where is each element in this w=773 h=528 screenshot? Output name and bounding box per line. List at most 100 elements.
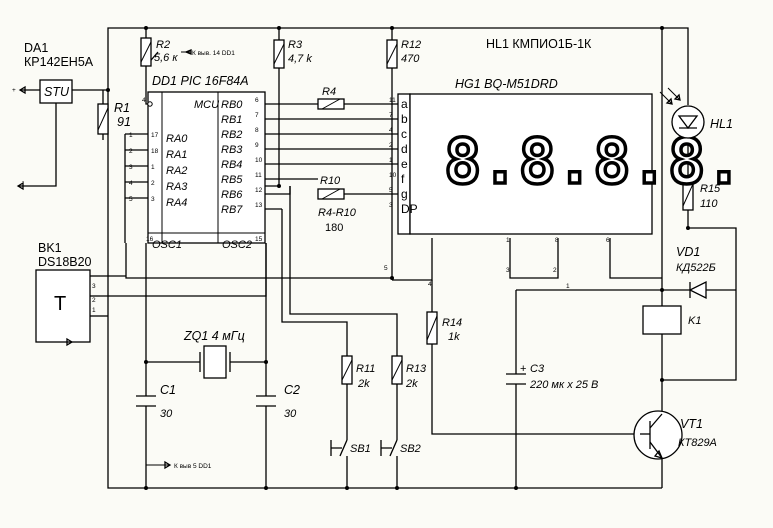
segment-pin-num: 10: [389, 172, 397, 179]
hl1-title: HL1 КМПИО1Б-1К: [486, 37, 592, 51]
rb-pin-label: RB2: [221, 129, 242, 141]
wiring: [18, 27, 737, 489]
r2-value: 5,6 к: [154, 52, 178, 64]
resistor-r14: R14 1k: [426, 311, 462, 345]
hl1-pin-1: 1: [566, 283, 570, 290]
vt1-ref: VT1: [680, 417, 703, 431]
rb-pin-label: RB7: [221, 204, 243, 216]
bk1-symbol: T: [54, 293, 66, 315]
hg1-title: HG1 BQ-M51DRD: [455, 77, 558, 91]
resistor-r4: R4: [317, 86, 345, 110]
rb-pin-label: RB4: [221, 159, 242, 171]
rb-pin-num: 7: [255, 112, 259, 119]
segment-pin-num: 5: [389, 187, 393, 194]
bk1-part: DS18B20: [38, 255, 92, 269]
resistor-r3: R3 4,7 k: [273, 39, 312, 69]
bk1-pin-3: 3: [92, 283, 96, 290]
hg-pin-3: 3: [506, 267, 510, 274]
da1-out-pin: +: [12, 87, 16, 94]
ra-pin-num: 2: [151, 180, 155, 187]
hg-pin-1: 1: [506, 237, 510, 244]
rb-pin-num: 10: [255, 157, 263, 164]
r2-ref: R2: [156, 39, 170, 51]
pin-osc1: 16: [146, 236, 154, 243]
r13-value: 2k: [405, 378, 418, 390]
note-pin14: К выв. 14 DD1: [192, 50, 235, 57]
vd1-part: КД522Б: [676, 262, 716, 274]
rb-pin-num: 12: [255, 187, 263, 194]
segment-pin-num: 11: [389, 97, 396, 104]
dd1-title: DD1 PIC 16F84A: [152, 74, 249, 88]
pin-dd1-5: 5: [384, 265, 388, 272]
c1-ref: C1: [160, 383, 176, 397]
hg1-digits: 8.8.8.8.: [444, 125, 743, 198]
segment-pin-num: 7: [389, 112, 393, 119]
rb-pin-num: 8: [255, 127, 259, 134]
da1-gnd-pin: -: [22, 178, 24, 185]
r3-value: 4,7 k: [288, 53, 312, 65]
ra-pin-label: RA3: [166, 181, 188, 193]
ra-pin-label: RA4: [166, 197, 187, 209]
segment-pin-num: 2: [389, 142, 393, 149]
vt1-part: КТ829А: [678, 437, 717, 449]
segment-label: e: [401, 157, 408, 171]
r14-ref: R14: [442, 317, 462, 329]
ra-pin-label: RA2: [166, 165, 187, 177]
c1-capacitor: C1 30: [136, 383, 176, 420]
hg-pin-4: 4: [428, 281, 432, 288]
r11-value: 2k: [357, 378, 370, 390]
bk1-sensor: T BK1 DS18B20 3 2 1: [35, 241, 100, 347]
c2-ref: C2: [284, 383, 300, 397]
resistor-r11: R11 2k: [341, 355, 375, 390]
r15-value: 110: [700, 198, 718, 210]
hg-pin-2: 2: [553, 267, 557, 274]
ra-conn-num: 4: [129, 180, 133, 187]
resistor-r12: R12 470: [386, 39, 421, 69]
c3-ref: C3: [530, 363, 545, 375]
zq1-crystal: ZQ1 4 мГц: [183, 329, 245, 379]
vd1-diode: VD1 КД522Б: [676, 245, 716, 300]
dd1-osc2: OSC2: [222, 239, 252, 251]
k1-ref: K1: [688, 315, 701, 327]
rb-pin-label: RB3: [221, 144, 243, 156]
c1-value: 30: [160, 408, 173, 420]
r12-ref: R12: [401, 39, 421, 51]
rb-pin-num: 13: [255, 202, 263, 209]
rb-pin-num: 9: [255, 142, 259, 149]
bk1-ref: BK1: [38, 241, 62, 255]
segment-pin-num: 4: [389, 127, 393, 134]
hl1-ref: HL1: [710, 117, 733, 131]
r14-value: 1k: [448, 331, 460, 343]
r1-value: 91: [117, 115, 131, 129]
ra-pin-num: 1: [151, 164, 155, 171]
c3-value: 220 мк х 25 В: [529, 379, 598, 391]
ra-pin-label: RA1: [166, 149, 187, 161]
rb-pin-label: RB6: [221, 189, 243, 201]
rb-pin-label: RB0: [221, 99, 243, 111]
ra-pin-num: 3: [151, 196, 155, 203]
pin-mclr: 4: [142, 97, 146, 104]
resistor-r10: R10: [317, 175, 345, 200]
resistor-r15: R15 110: [682, 179, 721, 211]
hl1-led: HL1: [659, 87, 733, 139]
resistor-r2: R2 5,6 к: [140, 37, 178, 67]
rb-pin-num: 6: [255, 97, 259, 104]
vd1-ref: VD1: [676, 245, 700, 259]
rb-pin-label: RB1: [221, 114, 242, 126]
segment-label: DP: [401, 202, 418, 216]
sb2-button: SB2: [380, 439, 421, 457]
ra-conn-num: 1: [129, 132, 133, 139]
svg-text:+: +: [520, 363, 526, 375]
pin-osc2: 15: [255, 236, 263, 243]
segment-pin-num: 3: [389, 202, 393, 209]
sb1-button: SB1: [330, 439, 371, 457]
da1-regulator: STU DA1 КР142ЕН5А + -: [12, 41, 94, 191]
ra-conn-num: 5: [129, 196, 133, 203]
rb-pin-label: RB5: [221, 174, 243, 186]
vt1-transistor: VT1 КТ829А: [633, 410, 717, 460]
segment-label: g: [401, 187, 408, 201]
da1-ref: DA1: [24, 41, 48, 55]
